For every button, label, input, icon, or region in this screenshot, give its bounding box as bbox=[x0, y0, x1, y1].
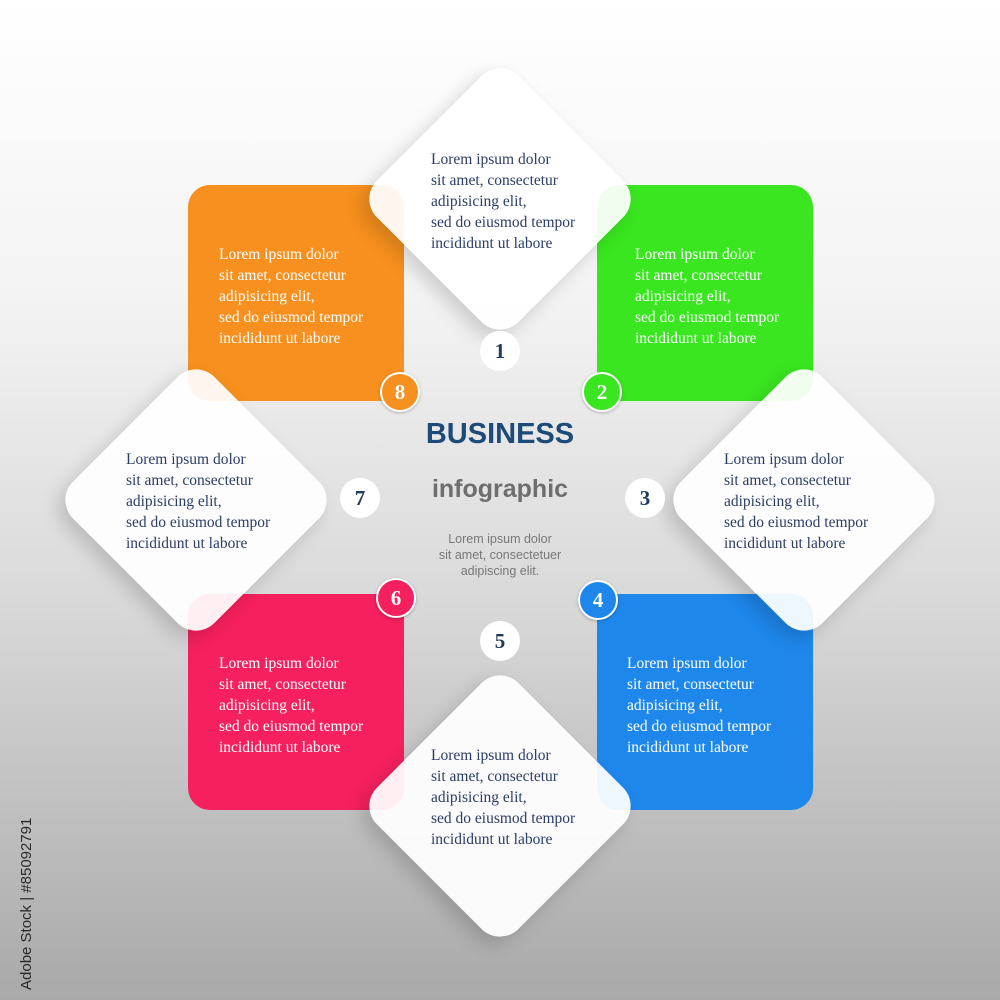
step-2-text: Lorem ipsum dolor sit amet, consectetur … bbox=[635, 246, 780, 347]
step-7-text: Lorem ipsum dolor sit amet, consectetur … bbox=[126, 451, 271, 552]
step-3-number: 3 bbox=[625, 478, 665, 518]
step-5-number: 5 bbox=[480, 621, 520, 661]
step-2-card bbox=[597, 185, 813, 401]
step-6-text: Lorem ipsum dolor sit amet, consectetur … bbox=[219, 655, 364, 756]
step-4-number: 4 bbox=[578, 580, 618, 620]
infographic-subtitle: infographic bbox=[431, 475, 569, 503]
step-7-number: 7 bbox=[340, 478, 380, 518]
step-4-text: Lorem ipsum dolor sit amet, consectetur … bbox=[627, 655, 772, 756]
step-1-number: 1 bbox=[480, 331, 520, 371]
step-1-text: Lorem ipsum dolor sit amet, consectetur … bbox=[431, 151, 576, 252]
step-8-card bbox=[188, 185, 404, 401]
step-2-number: 2 bbox=[582, 372, 622, 412]
step-3-text: Lorem ipsum dolor sit amet, consectetur … bbox=[724, 451, 869, 552]
step-6-card bbox=[188, 594, 404, 810]
infographic-title: BUSINESS bbox=[425, 418, 575, 450]
step-6-number: 6 bbox=[376, 578, 416, 618]
step-8-text: Lorem ipsum dolor sit amet, consectetur … bbox=[219, 246, 364, 347]
step-5-text: Lorem ipsum dolor sit amet, consectetur … bbox=[431, 747, 576, 848]
step-8-number: 8 bbox=[380, 372, 420, 412]
center-description: Lorem ipsum dolor sit amet, consectetuer… bbox=[438, 532, 562, 578]
stock-watermark: Adobe Stock | #85092791 bbox=[18, 817, 35, 990]
step-4-card bbox=[597, 594, 813, 810]
